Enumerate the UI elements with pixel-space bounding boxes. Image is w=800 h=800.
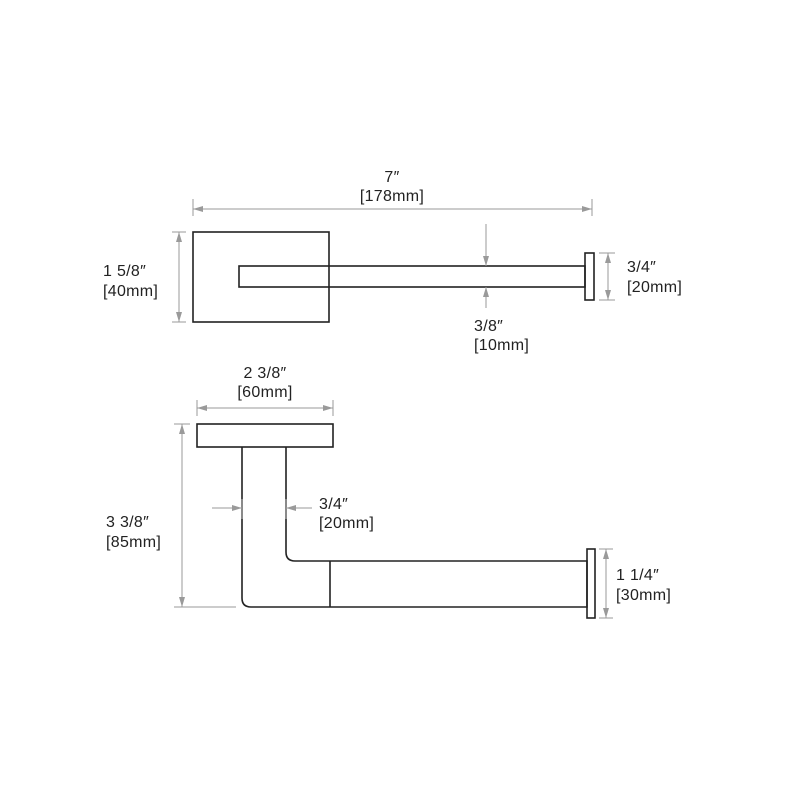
rod-thickness-metric: [10mm]: [474, 337, 529, 354]
end-cap-height-metric: [20mm]: [627, 279, 682, 296]
side-end-cap-height-dimension: 1 1/4″ [30mm]: [599, 548, 671, 619]
arrowhead-up: [483, 287, 489, 297]
arm-width-imperial: 3/4″: [319, 496, 348, 513]
arrowhead-left: [197, 405, 207, 411]
side-mounting-plate: [196, 423, 334, 448]
arrowhead-bottom: [179, 597, 185, 607]
end-cap-height-dimension: 3/4″ [20mm]: [599, 252, 682, 301]
overall-length-dimension: 7″ [178mm]: [192, 169, 593, 216]
arrowhead-right: [232, 505, 242, 511]
top-rod: [238, 265, 586, 288]
side-end-cap-height-imperial: 1 1/4″: [616, 567, 659, 584]
arrowhead-bottom: [603, 608, 609, 618]
arrowhead-top: [179, 424, 185, 434]
arrowhead-left: [193, 206, 203, 212]
arrowhead-top: [603, 549, 609, 559]
side-arm: [241, 447, 588, 608]
plate-width-dimension: 2 3/8″ [60mm]: [196, 365, 334, 416]
arrowhead-right: [323, 405, 333, 411]
overall-length-imperial: 7″: [384, 169, 399, 186]
overall-projection-dimension: 3 3/8″ [85mm]: [106, 423, 236, 608]
top-end-cap: [584, 252, 595, 301]
arm-width-dimension: 3/4″ [20mm]: [212, 496, 374, 532]
arrowhead-left: [286, 505, 296, 511]
arm-width-metric: [20mm]: [319, 515, 374, 532]
side-end-cap: [586, 548, 596, 619]
plate-height-imperial: 1 5/8″: [103, 263, 146, 280]
plate-height-dimension: 1 5/8″ [40mm]: [103, 231, 186, 323]
overall-length-metric: [178mm]: [360, 188, 424, 205]
side-view: 2 3/8″ [60mm] 3 3/8″ [85mm] 3/4″ [20mm]: [106, 365, 671, 619]
rod-thickness-imperial: 3/8″: [474, 318, 503, 335]
arrowhead-right: [582, 206, 592, 212]
top-view-part-outline: [192, 231, 595, 323]
top-mounting-plate: [192, 231, 330, 323]
plate-width-imperial: 2 3/8″: [243, 365, 286, 382]
arrowhead-bottom: [605, 290, 611, 300]
plate-height-metric: [40mm]: [103, 283, 158, 300]
side-view-part-outline: [196, 423, 596, 619]
plate-width-metric: [60mm]: [237, 384, 292, 401]
end-cap-height-imperial: 3/4″: [627, 259, 656, 276]
rod-thickness-dimension: 3/8″ [10mm]: [474, 224, 529, 354]
overall-projection-metric: [85mm]: [106, 534, 161, 551]
arrowhead-top: [605, 253, 611, 263]
top-view: 7″ [178mm] 1 5/8″ [40mm] 3/4″ [20mm]: [103, 169, 682, 354]
arrowhead-bottom: [176, 312, 182, 322]
arrowhead-top: [176, 232, 182, 242]
overall-projection-imperial: 3 3/8″: [106, 514, 149, 531]
side-end-cap-height-metric: [30mm]: [616, 587, 671, 604]
arrowhead-down: [483, 256, 489, 266]
